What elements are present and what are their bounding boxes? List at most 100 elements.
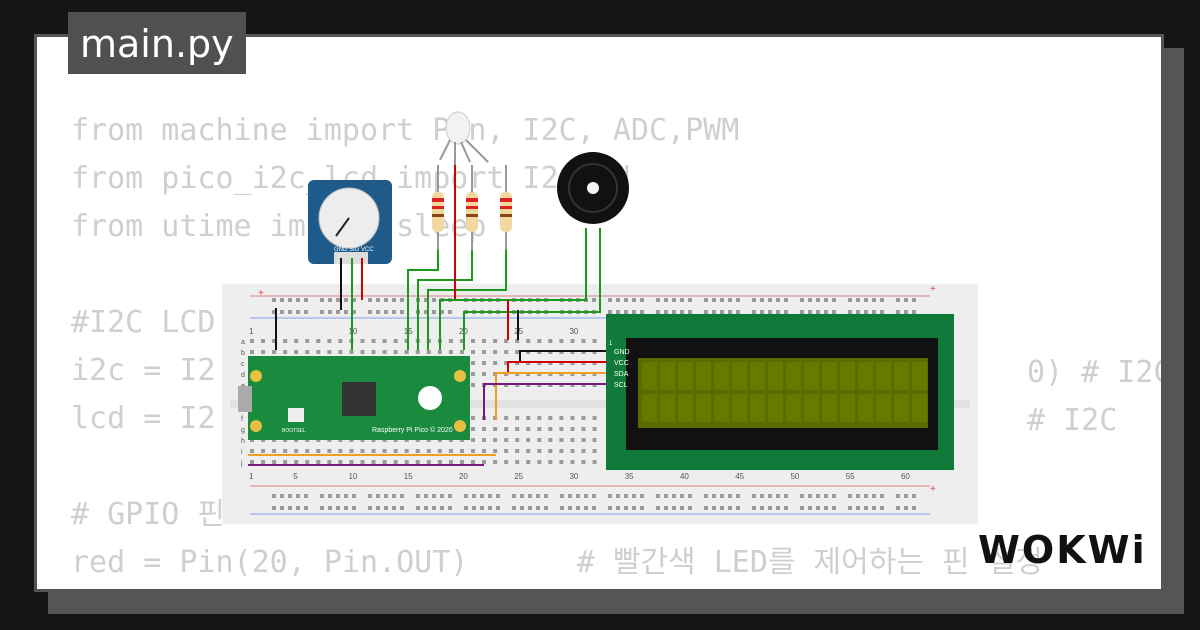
rail-hole xyxy=(328,506,332,510)
hole xyxy=(360,460,365,464)
rail-hole xyxy=(904,506,908,510)
rail-hole xyxy=(800,494,804,498)
rail-hole xyxy=(832,310,836,314)
rail-hole xyxy=(736,494,740,498)
rail-hole xyxy=(856,506,860,510)
rgb-led[interactable] xyxy=(439,111,489,165)
hole xyxy=(504,416,509,420)
hole xyxy=(504,361,509,365)
lcd-cell xyxy=(894,394,909,422)
pot-pin-labels: GND SIG VCC xyxy=(334,247,374,253)
row-letter: b xyxy=(241,350,245,357)
rail-hole xyxy=(672,298,676,302)
wire-buzzer-signal xyxy=(439,228,587,350)
rail-hole xyxy=(776,298,780,302)
lcd-cell xyxy=(912,362,927,390)
lcd-cell xyxy=(876,394,891,422)
rail-hole xyxy=(752,298,756,302)
resistor-3[interactable] xyxy=(500,165,512,250)
lcd-pin-1: 1 xyxy=(609,341,613,347)
lcd-cell xyxy=(786,362,801,390)
hole xyxy=(393,350,398,354)
rail-hole xyxy=(776,310,780,314)
lcd-cell xyxy=(768,362,783,390)
rail-hole xyxy=(392,494,396,498)
rail-hole xyxy=(784,310,788,314)
hole xyxy=(349,449,354,453)
hole xyxy=(261,460,266,464)
rail-hole xyxy=(384,494,388,498)
potentiometer[interactable]: GND SIG VCC xyxy=(308,180,392,264)
rail-hole xyxy=(736,298,740,302)
hole xyxy=(493,350,498,354)
rail-hole xyxy=(576,506,580,510)
hole xyxy=(504,449,509,453)
file-tab[interactable]: main.py xyxy=(68,12,246,74)
hole xyxy=(349,460,354,464)
hole xyxy=(371,449,376,453)
hole xyxy=(250,339,254,343)
rail-hole xyxy=(592,506,596,510)
hole xyxy=(437,449,442,453)
rail-hole xyxy=(400,298,404,302)
column-number: 35 xyxy=(625,472,634,481)
rail-hole xyxy=(464,506,468,510)
rail-hole xyxy=(448,310,452,314)
hole xyxy=(459,460,464,464)
hole xyxy=(471,383,475,387)
rail-hole xyxy=(488,494,492,498)
rail-hole xyxy=(832,506,836,510)
hole xyxy=(250,350,254,354)
rail-hole xyxy=(296,298,300,302)
rail-hole xyxy=(616,298,620,302)
rail-hole xyxy=(688,310,692,314)
rail-hole xyxy=(824,298,828,302)
hole xyxy=(581,460,586,464)
resistor-2[interactable] xyxy=(466,165,478,250)
rail-hole xyxy=(680,494,684,498)
hole xyxy=(272,350,277,354)
rail-hole xyxy=(296,310,300,314)
lcd-character-cells xyxy=(642,362,927,422)
rail-hole xyxy=(656,310,660,314)
resistor-1[interactable] xyxy=(432,165,444,250)
hole xyxy=(294,350,299,354)
rail-hole xyxy=(664,506,668,510)
rail-hole xyxy=(376,298,380,302)
hole xyxy=(482,350,487,354)
lcd-cell xyxy=(858,394,873,422)
buzzer[interactable] xyxy=(557,152,629,224)
rail-hole xyxy=(320,298,324,302)
rail-hole xyxy=(720,494,724,498)
hole xyxy=(338,350,343,354)
hole xyxy=(548,438,553,442)
column-number: 60 xyxy=(901,472,910,481)
lcd-cell xyxy=(894,362,909,390)
rail-hole xyxy=(336,506,340,510)
rail-hole xyxy=(624,494,628,498)
hole xyxy=(592,416,597,420)
rail-hole xyxy=(536,506,540,510)
rail-hole xyxy=(912,310,916,314)
rail-hole xyxy=(624,310,628,314)
hole xyxy=(471,427,475,431)
hole xyxy=(283,339,288,343)
rail-hole xyxy=(424,298,428,302)
rail-hole xyxy=(440,494,444,498)
rail-hole xyxy=(368,310,372,314)
rail-hole xyxy=(528,506,532,510)
rail-hole xyxy=(640,310,644,314)
rail-hole xyxy=(608,506,612,510)
raspberry-pi-pico[interactable]: Raspberry Pi Pico © 2020 BOOTSEL xyxy=(238,356,470,440)
rail-hole xyxy=(640,506,644,510)
rail-hole xyxy=(800,298,804,302)
lcd-display[interactable]: 1 GND VCC SDA SCL xyxy=(606,314,954,470)
lcd-cell xyxy=(714,362,729,390)
column-number: 15 xyxy=(404,472,413,481)
hole xyxy=(592,339,597,343)
rail-hole xyxy=(392,298,396,302)
rail-hole xyxy=(864,506,868,510)
rail-hole xyxy=(808,494,812,498)
rail-hole xyxy=(880,494,884,498)
rail-hole xyxy=(608,298,612,302)
